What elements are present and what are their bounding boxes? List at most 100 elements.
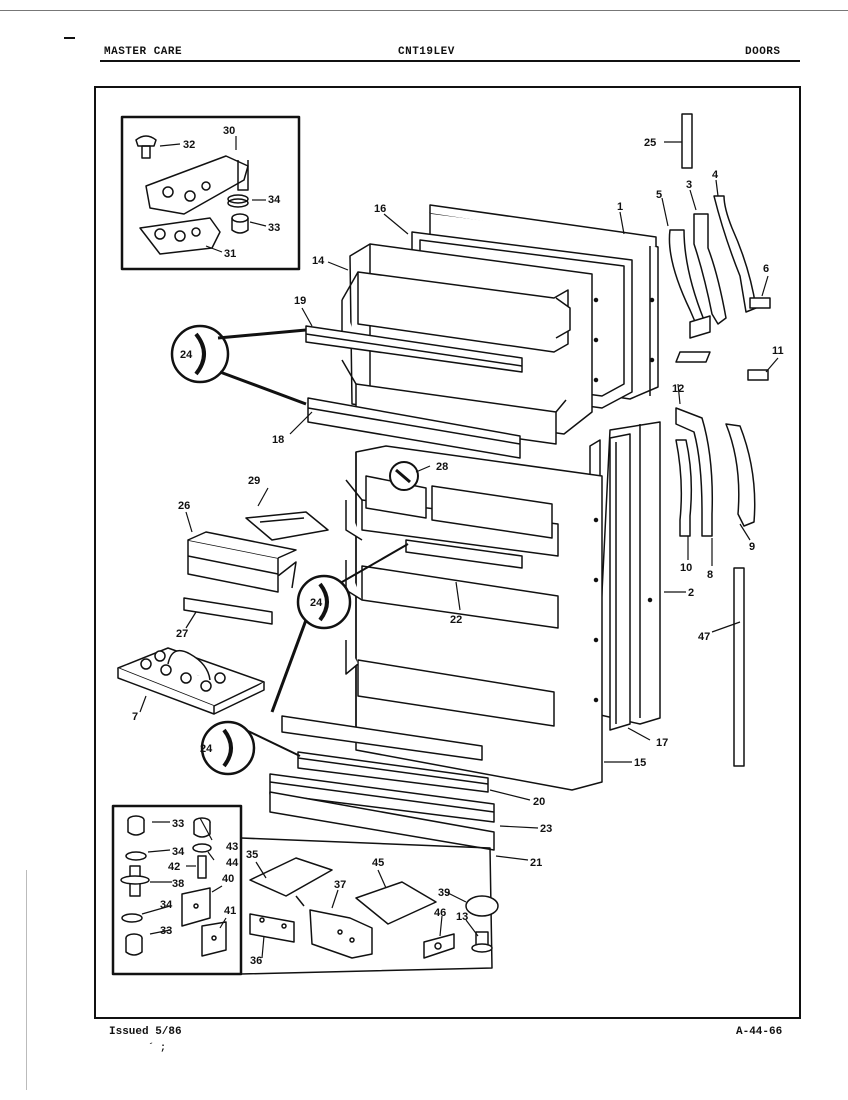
callout-14: 14 bbox=[312, 255, 325, 267]
callout-37: 37 bbox=[334, 879, 346, 891]
part-26-dairy-compartment bbox=[187, 531, 297, 593]
part-30-hinge-bracket bbox=[145, 155, 249, 215]
leader-lines bbox=[139, 136, 779, 959]
inset-box-top bbox=[120, 115, 301, 271]
callout-29: 29 bbox=[248, 475, 260, 487]
callout-17: 17 bbox=[656, 737, 668, 749]
callout-33: 33 bbox=[268, 222, 280, 234]
part-9-hinge-arm bbox=[725, 423, 756, 527]
header-model: CNT19LEV bbox=[398, 46, 455, 58]
callout-32: 32 bbox=[183, 139, 195, 151]
callout-26: 26 bbox=[178, 500, 190, 512]
callout-31: 31 bbox=[224, 248, 236, 260]
header-section: DOORS bbox=[745, 46, 781, 58]
part-32-screw bbox=[135, 135, 157, 159]
zoom-detail-24-lower bbox=[200, 720, 301, 776]
part-44-washer bbox=[192, 843, 212, 853]
part-33-bushing bbox=[231, 213, 249, 234]
callout-42: 42 bbox=[168, 861, 180, 873]
callout-2: 2 bbox=[688, 587, 694, 599]
part-29-door-handle-cover bbox=[245, 511, 329, 541]
callout-38: 38 bbox=[172, 878, 184, 890]
callout-12: 12 bbox=[672, 383, 684, 395]
part-21-door-bar bbox=[269, 791, 495, 851]
part-41-bracket bbox=[201, 921, 227, 957]
callout-41: 41 bbox=[224, 905, 236, 917]
part-22-shelf-bar bbox=[405, 539, 523, 569]
footer-issued: Issued 5/86 bbox=[109, 1026, 182, 1038]
footer-page-code: A-44-66 bbox=[736, 1026, 783, 1038]
callout-45: 45 bbox=[372, 857, 384, 869]
callout-1: 1 bbox=[617, 201, 623, 213]
part-18-freezer-lower-bar bbox=[307, 397, 521, 459]
callout-11: 11 bbox=[772, 345, 784, 357]
part-36-plate bbox=[249, 913, 295, 943]
callout-28: 28 bbox=[436, 461, 448, 473]
callout-33b: 33 bbox=[160, 925, 172, 937]
zoom-detail-24-middle bbox=[270, 543, 409, 713]
inset-box-bottom bbox=[111, 804, 243, 976]
part-47-gasket-strip bbox=[733, 567, 745, 767]
callout-19: 19 bbox=[294, 295, 306, 307]
part-35-hinge-plate bbox=[249, 857, 333, 907]
callout-30: 30 bbox=[223, 125, 235, 137]
part-12-hinge-plate bbox=[675, 315, 711, 363]
part-34-washer bbox=[227, 194, 249, 208]
callout-13: 13 bbox=[456, 911, 468, 923]
callout-39: 39 bbox=[438, 887, 450, 899]
part-3-hinge-arm bbox=[693, 213, 727, 325]
diagram-frame bbox=[94, 86, 801, 1019]
callout-34b: 34 bbox=[160, 899, 173, 911]
part-46-bracket bbox=[423, 933, 455, 959]
header-rule bbox=[100, 60, 800, 62]
callout-6: 6 bbox=[763, 263, 769, 275]
callout-44: 44 bbox=[226, 857, 239, 869]
callout-9: 9 bbox=[749, 541, 755, 553]
zoom-detail-28 bbox=[389, 461, 419, 491]
callout-24a: 24 bbox=[180, 349, 193, 361]
part-37-hinge bbox=[309, 909, 373, 959]
part-33-bushing-a bbox=[127, 815, 145, 836]
part-40-bracket bbox=[181, 887, 211, 927]
callout-22: 22 bbox=[450, 614, 462, 626]
callout-46: 46 bbox=[434, 907, 446, 919]
part-6-pad bbox=[749, 297, 771, 309]
callout-33a: 33 bbox=[172, 818, 184, 830]
callout-34: 34 bbox=[268, 194, 281, 206]
part-8-hinge-arm bbox=[675, 407, 714, 537]
callout-36: 36 bbox=[250, 955, 262, 967]
part-31-hinge-plate bbox=[139, 217, 221, 255]
part-14-freezer-door-liner bbox=[341, 243, 599, 445]
part-11-pad bbox=[747, 369, 769, 381]
callout-35: 35 bbox=[246, 849, 258, 861]
part-25-strip bbox=[681, 113, 693, 169]
callout-4: 4 bbox=[712, 169, 719, 181]
header-top-rule bbox=[0, 10, 848, 11]
part-4-hinge-arm bbox=[713, 195, 757, 313]
part-33-bushing-b bbox=[125, 933, 143, 956]
callout-25: 25 bbox=[644, 137, 656, 149]
part-45-hinge-plate bbox=[355, 881, 437, 925]
part-17-fresh-food-gasket bbox=[609, 433, 631, 731]
part-bottom-rail bbox=[281, 715, 483, 761]
part-43-bushing bbox=[193, 817, 211, 838]
callout-16: 16 bbox=[374, 203, 386, 215]
callout-15: 15 bbox=[634, 757, 646, 769]
part-20-door-bar bbox=[297, 751, 489, 793]
part-19-freezer-shelf-bar bbox=[305, 325, 523, 373]
callout-47: 47 bbox=[698, 631, 710, 643]
callout-7: 7 bbox=[132, 711, 138, 723]
callout-34a: 34 bbox=[172, 846, 185, 858]
zoom-detail-24-upper bbox=[170, 324, 307, 406]
part-34-washer-b bbox=[121, 913, 143, 923]
callout-20: 20 bbox=[533, 796, 545, 808]
callout-8: 8 bbox=[707, 569, 713, 581]
callout-10: 10 bbox=[680, 562, 692, 574]
footer-small-mark: ´ ; bbox=[148, 1043, 167, 1054]
part-34-washer-a bbox=[125, 851, 147, 861]
callout-24b: 24 bbox=[310, 597, 323, 609]
part-42-pin bbox=[197, 855, 207, 879]
callout-18: 18 bbox=[272, 434, 284, 446]
callout-21: 21 bbox=[530, 857, 542, 869]
